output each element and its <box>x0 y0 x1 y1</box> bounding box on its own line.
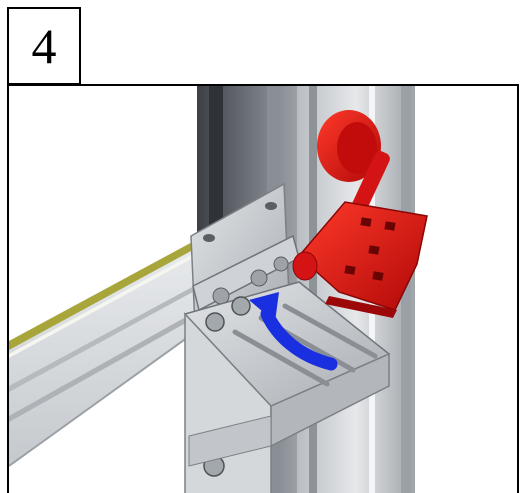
direction-arrow <box>249 292 338 371</box>
step-number: 4 <box>31 18 57 74</box>
hinge-knuckle <box>192 234 300 312</box>
hinge-illustration <box>9 86 428 493</box>
illustration-panel <box>7 84 519 493</box>
red-roller <box>292 110 428 318</box>
step-number-box: 4 <box>7 7 81 85</box>
